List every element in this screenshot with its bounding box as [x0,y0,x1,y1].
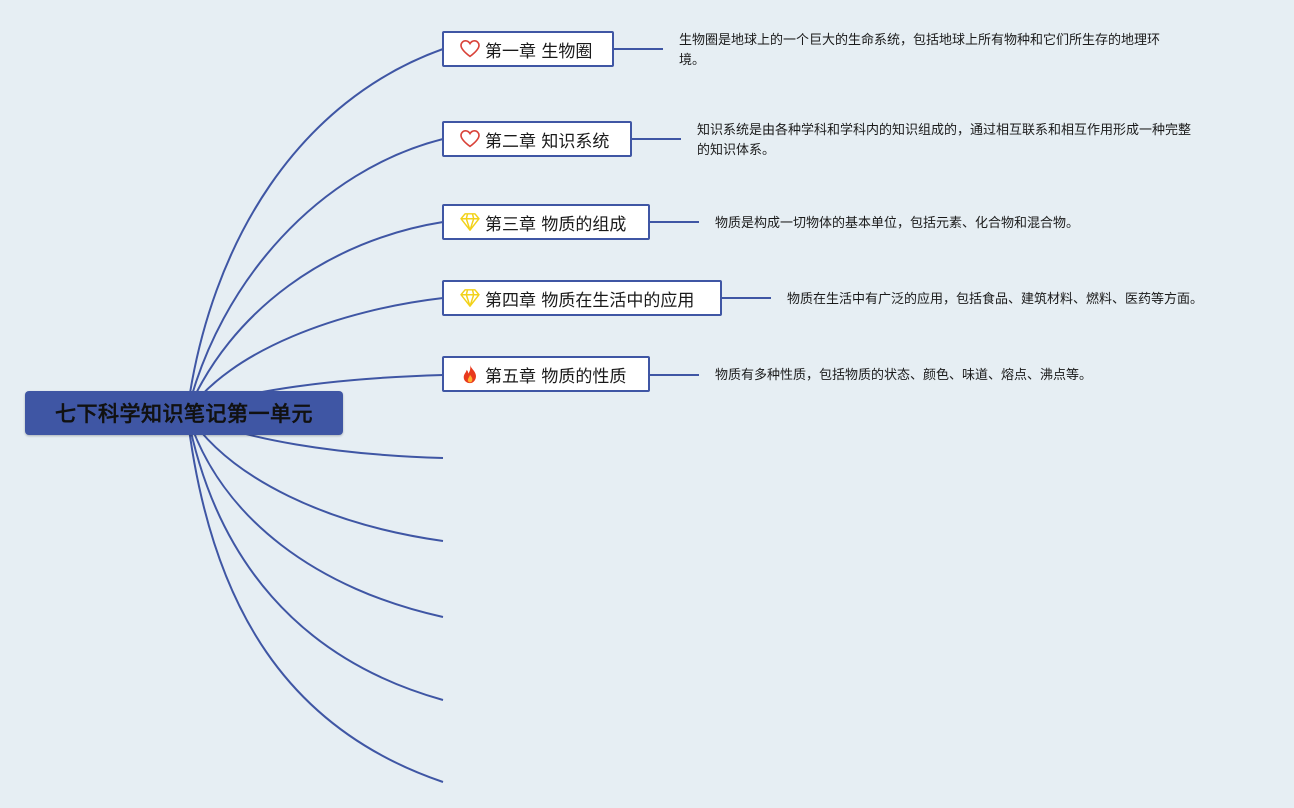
connector-empty-5 [186,412,444,783]
fire-icon [460,364,480,384]
note-chapter-3: 物质是构成一切物体的基本单位，包括元素、化合物和混合物。 [715,216,1080,231]
heart-icon [460,129,480,149]
note-chapter-1: 生物圈是地球上的一个巨大的生命系统，包括地球上所有物种和它们所生存的地理环境。 [679,33,1161,68]
root-topic-label: 七下科学知识笔记第一单元 [55,402,313,426]
topic-chapter-3[interactable]: 第三章 物质的组成 [442,204,650,240]
connector-chapter-3 [186,221,444,414]
diamond-icon [460,288,480,308]
diamond-icon [460,212,480,232]
connector-chapter-4 [186,297,444,414]
connector-chapter-2 [186,138,444,414]
connector-empty-4 [186,412,444,701]
connector-chapter-1 [186,48,444,414]
connector-empty-2 [186,412,444,542]
root-topic[interactable]: 七下科学知识笔记第一单元 [25,391,343,435]
topic-label: 第一章 生物圈 [485,41,593,62]
connector-empty-3 [186,412,444,618]
topic-label: 第五章 物质的性质 [485,366,627,387]
topic-chapter-5[interactable]: 第五章 物质的性质 [442,356,650,392]
topic-label: 第四章 物质在生活中的应用 [485,290,695,311]
topic-chapter-1[interactable]: 第一章 生物圈 [442,31,614,67]
topic-label: 第二章 知识系统 [485,131,610,152]
topic-chapter-2[interactable]: 第二章 知识系统 [442,121,632,157]
note-chapter-2: 知识系统是由各种学科和学科内的知识组成的，通过相互联系和相互作用形成一种完整的知… [697,123,1192,158]
topic-label: 第三章 物质的组成 [485,214,627,235]
topic-chapter-4[interactable]: 第四章 物质在生活中的应用 [442,280,722,316]
heart-icon [460,39,480,59]
note-chapter-5: 物质有多种性质，包括物质的状态、颜色、味道、熔点、沸点等。 [715,368,1093,383]
note-chapter-4: 物质在生活中有广泛的应用，包括食品、建筑材料、燃料、医药等方面。 [787,292,1204,307]
